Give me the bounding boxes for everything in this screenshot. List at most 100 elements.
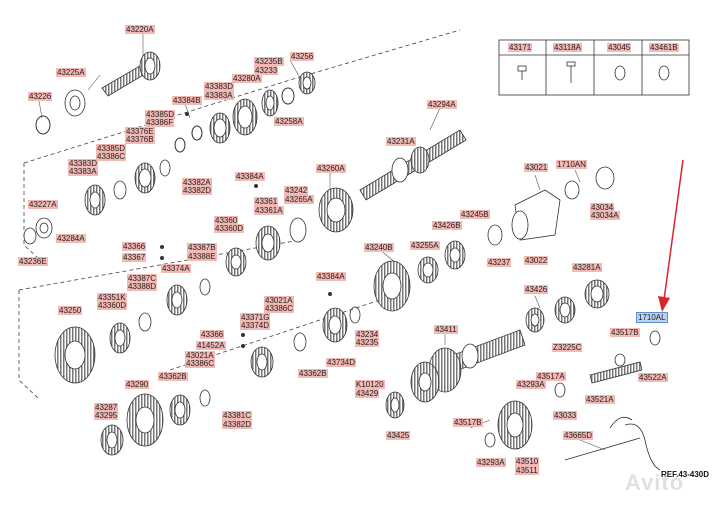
part-label[interactable]: 43034A [590,211,620,220]
part-label[interactable]: 43033 [553,411,578,420]
part-label[interactable]: 43294A [427,100,457,109]
part-label[interactable]: 43388E [187,252,217,261]
part-label[interactable]: 43290 [125,380,150,389]
part-label[interactable]: 43366 [122,242,147,251]
part-label[interactable]: 43429 [355,389,380,398]
part-label[interactable]: 43383D [68,159,99,168]
part-label[interactable]: 43367 [122,253,147,262]
part-label[interactable]: 43521A [585,395,615,404]
part-label[interactable]: 43240B [364,243,394,252]
part-label[interactable]: 43250 [58,306,83,315]
part-label[interactable]: 43383A [204,91,234,100]
part-label[interactable]: 43260A [316,164,346,173]
part-label[interactable]: 43517B [453,418,483,427]
part-label[interactable]: 43426B [432,221,462,230]
part-label[interactable]: 43351K [97,293,127,302]
part-label[interactable]: 43386C [264,304,295,313]
part-label[interactable]: 43235B [254,57,284,66]
part-label[interactable]: 43734D [326,358,357,367]
part-label[interactable]: 43385D [145,110,176,119]
part-label[interactable]: 43360D [97,301,128,310]
part-label[interactable]: 43381C [222,411,253,420]
part-label[interactable]: 43293A [476,458,506,467]
part-label[interactable]: 43382D [222,420,253,429]
counter-shaft [410,329,526,403]
synchro-group-center [250,306,361,378]
part-label[interactable]: 43517A [536,372,566,381]
part-label[interactable]: 1710AN [556,160,587,169]
part-label[interactable]: 43665D [563,431,594,440]
part-label[interactable]: 43021A [185,351,215,360]
part-label-highlighted[interactable]: 1710AL [636,312,668,323]
part-label[interactable]: 43411 [434,325,458,334]
part-label[interactable]: 43384A [316,272,346,281]
part-label[interactable]: 43295 [94,411,119,420]
part-label[interactable]: 43517B [610,328,640,337]
snap-rings-top [35,87,295,153]
part-label[interactable]: 43425 [386,431,411,440]
part-label[interactable]: 43361 [254,197,279,206]
part-label[interactable]: 43256 [290,52,315,61]
part-label[interactable]: 43360D [214,224,245,233]
part-label[interactable]: 43386F [145,118,175,127]
part-label[interactable]: 43265A [284,195,314,204]
part-label[interactable]: 43384A [235,172,265,181]
part-label[interactable]: 43226 [28,92,53,101]
part-label[interactable]: 43384B [172,96,202,105]
part-label[interactable]: 43255A [410,241,440,250]
part-label[interactable]: 43426 [524,285,549,294]
part-label[interactable]: 43022 [524,256,549,265]
part-label[interactable]: 43387B [187,243,217,252]
part-label[interactable]: 43386C [96,152,127,161]
part-label[interactable]: 43361A [254,206,284,215]
part-label[interactable]: 43374A [161,264,191,273]
part-label[interactable]: 43366 [200,330,225,339]
part-label[interactable]: 43376B [125,135,155,144]
part-label[interactable]: 43383D [204,82,235,91]
part-label[interactable]: 43281A [572,263,602,272]
part-label[interactable]: 43360 [214,216,239,225]
part-label[interactable]: 43234 [355,330,380,339]
part-label[interactable]: 43021 [524,163,549,172]
part-label[interactable]: 43371G [240,313,271,322]
part-label[interactable]: 43511 [515,466,539,475]
part-label[interactable]: 43021A [264,296,294,305]
part-label[interactable]: 43383A [68,167,98,176]
small-parts-table [498,39,690,96]
part-label[interactable]: 43374D [240,321,271,330]
part-label[interactable]: 43385D [96,144,127,153]
part-label[interactable]: K10120 [355,380,385,389]
part-label[interactable]: 43522A [638,373,668,382]
part-label[interactable]: 43245B [460,210,490,219]
synchro-group-left [84,159,171,216]
part-label[interactable]: 43225A [56,68,86,77]
part-label[interactable]: 43382D [182,186,213,195]
part-label[interactable]: 43233 [254,66,279,75]
part-label[interactable]: 43227A [28,200,58,209]
part-label[interactable]: 43386C [185,359,216,368]
part-label[interactable]: 43280A [232,74,262,83]
part-label[interactable]: 43387C [127,274,158,283]
part-label[interactable]: 43220A [125,25,155,34]
part-label[interactable]: 43510 [515,457,540,466]
part-label[interactable]: 43258A [274,117,304,126]
part-label[interactable]: 43362B [158,372,188,381]
part-label[interactable]: 43287 [94,403,119,412]
part-label[interactable]: 43388D [127,282,158,291]
part-label[interactable]: 43376E [125,127,155,136]
part-label[interactable]: 43362B [298,369,328,378]
part-label[interactable]: 43235 [355,338,380,347]
part-label[interactable]: 43034 [590,203,615,212]
part-label[interactable]: 43284A [56,234,86,243]
part-label[interactable]: 43237 [487,258,512,267]
part-label[interactable]: 43293A [516,380,546,389]
part-label[interactable]: 43242 [284,186,309,195]
part-label[interactable]: 43231A [386,137,416,146]
gear-43290 [100,389,211,456]
part-label[interactable]: 43382A [182,178,212,187]
part-label[interactable]: Z3225C [552,343,583,352]
part-label[interactable]: 43236E [18,257,48,266]
part-label[interactable]: 41452A [196,341,226,350]
